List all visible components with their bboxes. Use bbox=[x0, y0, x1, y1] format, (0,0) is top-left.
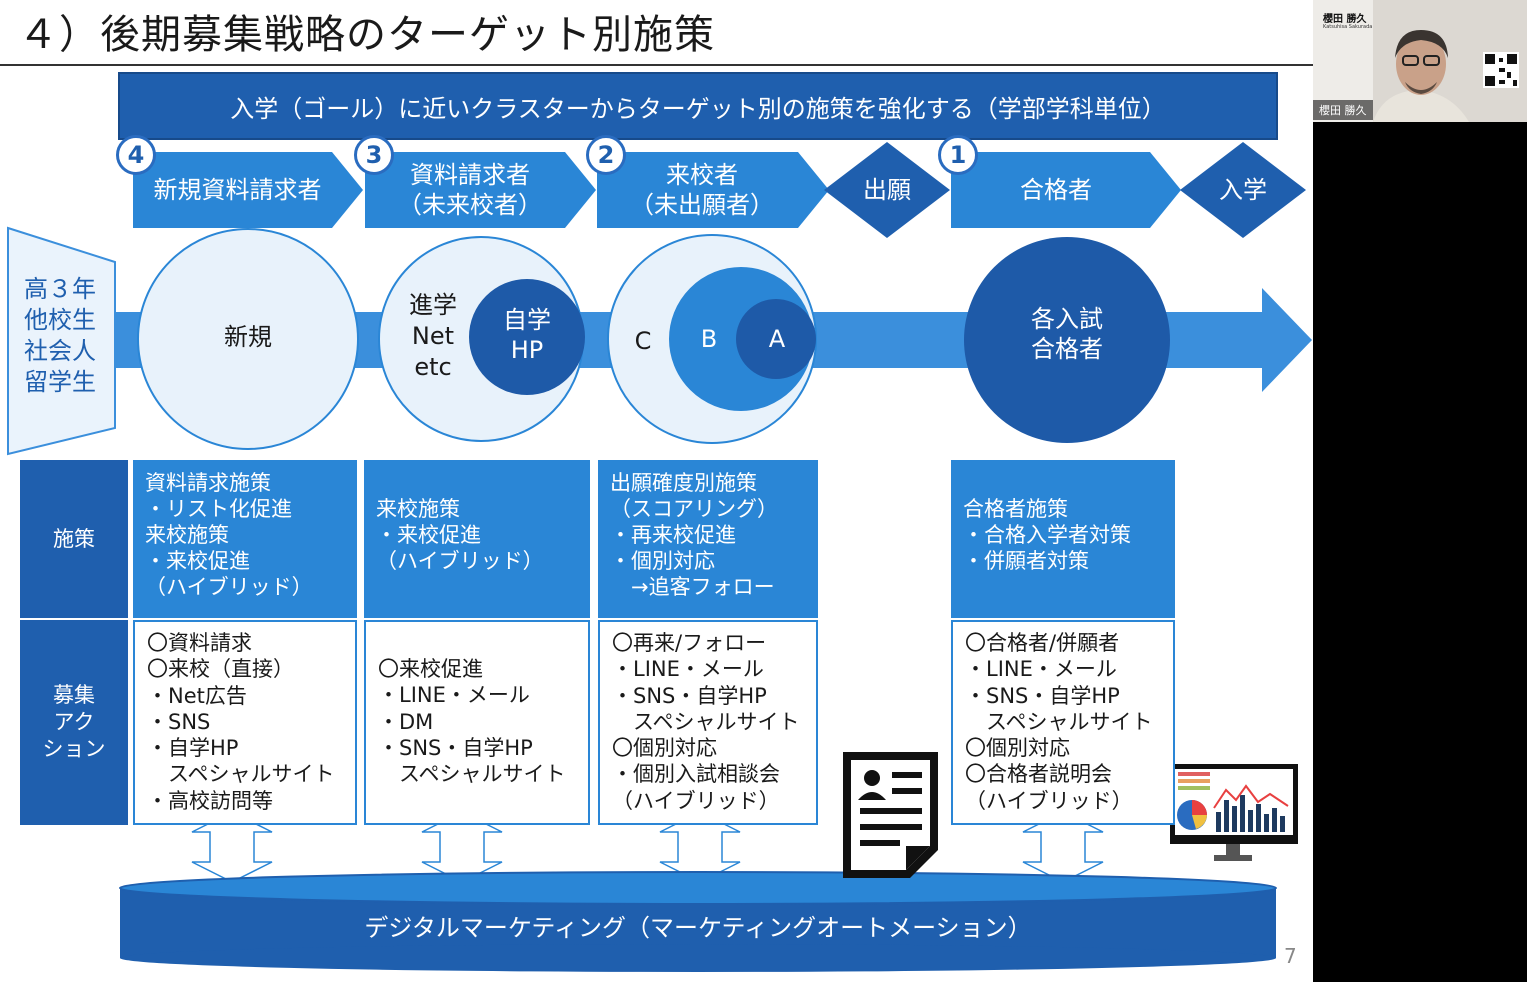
business-card-subtitle: Katsuhisa Sakurada bbox=[1323, 24, 1373, 30]
stage-badge-3: 3 bbox=[354, 135, 394, 175]
stage-chevron-1 bbox=[133, 152, 363, 228]
action-box-new: 〇資料請求 〇来校（直接） ・Net広告 ・SNS ・自学HP スペシャルサイト… bbox=[133, 620, 357, 825]
platform-cylinder bbox=[119, 871, 1277, 972]
document-icon bbox=[843, 752, 938, 878]
stage-badge-4: 4 bbox=[116, 135, 156, 175]
participant-name-tag: 櫻田 勝久 bbox=[1313, 100, 1373, 120]
circle-requesters-inner-label: 自学 HP bbox=[503, 306, 551, 364]
source-trapezoid bbox=[7, 226, 116, 456]
funnel-diagram bbox=[7, 142, 1312, 972]
circle-passers-label: 各入試 合格者 bbox=[1031, 305, 1103, 363]
stage-label-passers: 合格者 bbox=[1020, 176, 1092, 204]
source-segments: 高３年 他校生 社会人 留学生 bbox=[24, 275, 96, 396]
policy-box-requesters: 来校施策 ・来校促進 （ハイブリッド） bbox=[364, 460, 590, 618]
cluster-c-label: C bbox=[634, 327, 652, 355]
platform-label: デジタルマーケティング（マーケティングオートメーション） bbox=[364, 914, 1032, 942]
cluster-a-label: A bbox=[768, 325, 786, 353]
action-box-requesters: 〇来校促進 ・LINE・メール ・DM ・SNS・自学HP スペシャルサイト bbox=[364, 620, 590, 825]
policy-box-new: 資料請求施策 ・リスト化促進 来校施策 ・来校促進 （ハイブリッド） bbox=[133, 460, 357, 618]
circle-new bbox=[137, 228, 359, 450]
row-label-policy: 施策 bbox=[20, 460, 128, 618]
stage-label-enroll: 入学 bbox=[1219, 176, 1267, 204]
row-label-action: 募集 アク ション bbox=[20, 620, 128, 825]
stage-label-apply: 出願 bbox=[863, 176, 911, 204]
stage-label-visitors: 来校者 （未出願者） bbox=[630, 161, 774, 219]
slide: ４）後期募集戦略のターゲット別施策 入学（ゴール）に近いクラスターからターゲット… bbox=[0, 0, 1313, 982]
circle-passers bbox=[964, 237, 1170, 443]
video-sidebar: 櫻田 勝久 Katsuhisa Sakurada 櫻田 勝久 bbox=[1313, 0, 1527, 982]
goal-banner: 入学（ゴール）に近いクラスターからターゲット別の施策を強化する（学部学科単位） bbox=[118, 72, 1278, 140]
business-card-name: 櫻田 勝久 bbox=[1323, 14, 1367, 25]
slide-title: ４）後期募集戦略のターゲット別施策 bbox=[18, 12, 715, 58]
monitor-chart-icon bbox=[1170, 764, 1298, 861]
circle-requesters-label: 進学 Net etc bbox=[409, 291, 457, 381]
stage-chevron-2 bbox=[365, 152, 596, 228]
circle-visitors-a bbox=[736, 299, 816, 379]
speaker-video-tile[interactable]: 櫻田 勝久 Katsuhisa Sakurada 櫻田 勝久 bbox=[1313, 0, 1527, 122]
circle-requesters-inner bbox=[469, 279, 585, 395]
stage-badge-2: 2 bbox=[586, 135, 626, 175]
title-divider bbox=[0, 64, 1313, 66]
stage-chevron-4 bbox=[951, 152, 1181, 228]
stage-label-requesters: 資料請求者 （未来校者） bbox=[398, 161, 542, 219]
circle-new-label: 新規 bbox=[224, 323, 272, 351]
stage-diamond-enroll bbox=[1180, 142, 1306, 238]
stage-diamond-apply bbox=[824, 142, 950, 238]
policy-box-visitors: 出願確度別施策 （スコアリング） ・再来校促進 ・個別対応 →追客フォロー bbox=[598, 460, 818, 618]
action-box-passers: 〇合格者/併願者 ・LINE・メール ・SNS・自学HP スペシャルサイト 〇個… bbox=[951, 620, 1175, 825]
stage-badge-1: 1 bbox=[938, 135, 978, 175]
stage-label-new-requesters: 新規資料請求者 bbox=[153, 176, 322, 204]
page-number: 7 bbox=[1284, 944, 1297, 968]
action-box-visitors: 〇再来/フォロー ・LINE・メール ・SNS・自学HP スペシャルサイト 〇個… bbox=[598, 620, 818, 825]
policy-box-passers: 合格者施策 ・合格入学者対策 ・併願者対策 bbox=[951, 460, 1175, 618]
cluster-b-label: B bbox=[700, 325, 718, 353]
stage-chevron-3 bbox=[597, 152, 829, 228]
